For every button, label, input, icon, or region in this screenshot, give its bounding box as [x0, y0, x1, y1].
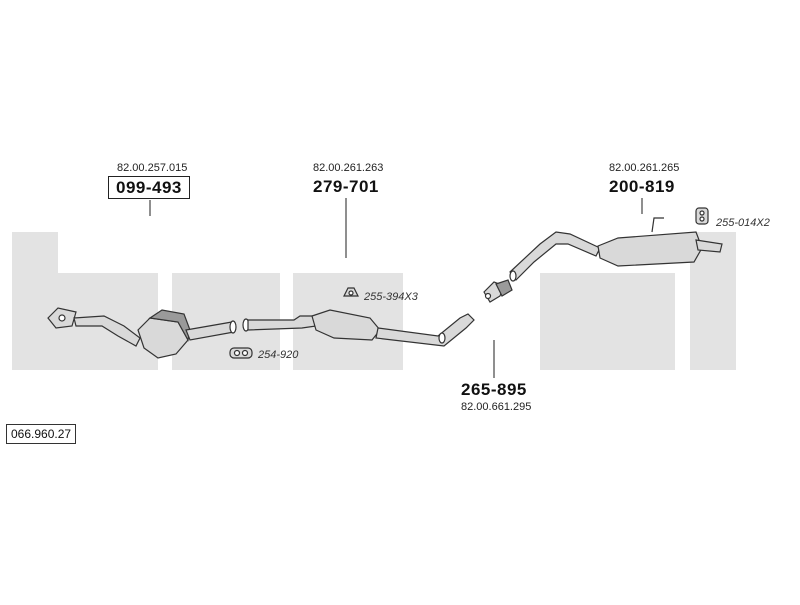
hanger-icon[interactable]: [695, 207, 709, 225]
rubber-mount-icon[interactable]: [343, 287, 359, 297]
oem-number-265-895: 82.00.661.295: [461, 401, 532, 413]
front-pipe-catalyst-part[interactable]: [47, 307, 237, 359]
accessory-label-gasket[interactable]: 254-920: [258, 349, 299, 361]
part-number-265-895[interactable]: 265-895: [461, 380, 527, 399]
gasket-icon[interactable]: [229, 347, 253, 359]
oem-number-279-701: 82.00.261.263: [313, 162, 384, 174]
catalog-number: 066.960.27: [6, 424, 77, 444]
part-number-200-819[interactable]: 200-819: [609, 177, 675, 196]
part-number-279-701[interactable]: 279-701: [313, 177, 379, 196]
rear-silencer-part[interactable]: [509, 217, 723, 282]
accessory-label-rubber-mount[interactable]: 255-394X3: [364, 291, 418, 303]
middle-silencer-part[interactable]: [242, 309, 475, 347]
oem-number-099-493: 82.00.257.015: [117, 162, 188, 174]
connecting-pipe-part[interactable]: [483, 279, 513, 303]
leader-lines: [149, 198, 643, 378]
part-number-099-493[interactable]: 099-493: [108, 176, 190, 199]
accessory-label-hanger[interactable]: 255-014X2: [716, 217, 770, 229]
oem-number-200-819: 82.00.261.265: [609, 162, 680, 174]
